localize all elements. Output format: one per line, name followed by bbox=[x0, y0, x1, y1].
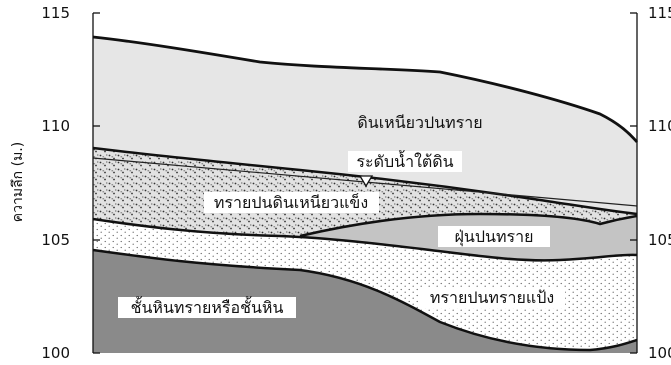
left-tick-label-110: 110 bbox=[41, 117, 70, 135]
layer-label-clay: ดินเหนียวปนทราย bbox=[357, 113, 482, 132]
left-tick-label-100: 100 bbox=[41, 344, 70, 362]
right-tick-label-110: 110 bbox=[648, 117, 671, 135]
layer-label-sand: ทรายปนทรายแป้ง bbox=[430, 288, 554, 307]
axis-title: ความลึก (ม.) bbox=[10, 142, 26, 222]
left-tick-label-115: 115 bbox=[41, 4, 70, 22]
left-tick-label-105: 105 bbox=[41, 231, 70, 249]
layer-label-silt: ฝุ่นปนทราย bbox=[455, 227, 534, 247]
layer-label-rock: ชั้นหินทรายหรือชั้นหิน bbox=[131, 296, 284, 317]
right-tick-label-115: 115 bbox=[648, 4, 671, 22]
layer-label-stiff: ทรายปนดินเหนียวแข็ง bbox=[214, 192, 368, 212]
right-tick-label-100: 100 bbox=[648, 344, 671, 362]
water-table-label: ระดับน้ำใต้ดิน bbox=[356, 150, 453, 171]
right-tick-label-105: 105 bbox=[648, 231, 671, 249]
